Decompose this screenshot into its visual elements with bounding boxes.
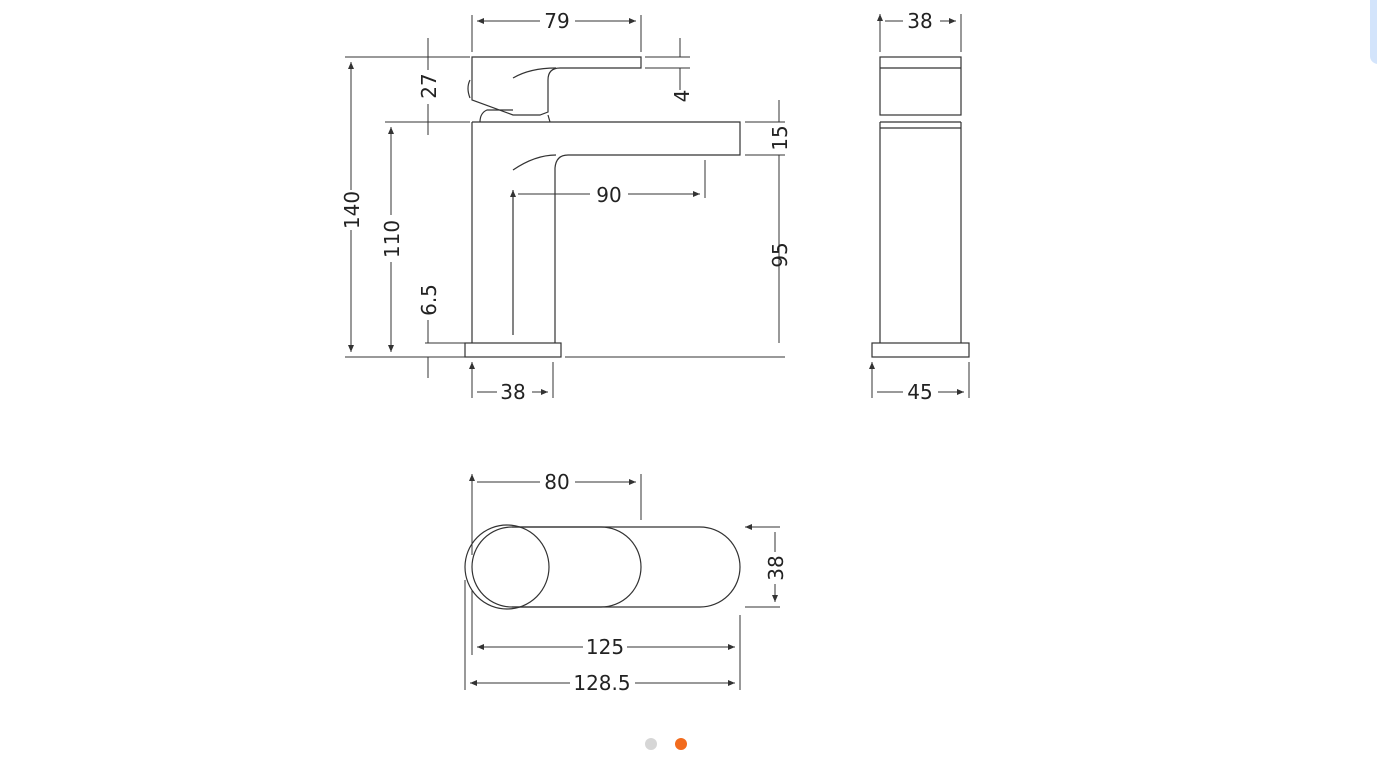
dim-spout-thickness: 15: [768, 125, 792, 150]
dim-lever-height: 27: [417, 73, 441, 98]
front-view: 79 27 4 140 110 6.5 90 15 95 38: [340, 9, 792, 404]
carousel-dot-1[interactable]: [645, 738, 657, 750]
plan-view: 80 38 125 128.5: [465, 470, 788, 695]
dim-base-width: 38: [500, 380, 525, 404]
dim-total-height: 140: [340, 191, 364, 229]
dim-overall-length: 128.5: [573, 671, 630, 695]
dim-plan-length: 125: [586, 635, 624, 659]
dim-lever-thickness: 4: [670, 90, 694, 103]
dim-reach: 90: [596, 183, 621, 207]
side-view: 38 45: [872, 9, 969, 404]
dim-lever-length: 80: [544, 470, 569, 494]
side-panel-tab[interactable]: [1370, 0, 1377, 64]
dim-spout-height: 110: [380, 220, 404, 258]
dim-side-top-width: 38: [907, 9, 932, 33]
dim-outlet-height: 95: [768, 242, 792, 267]
dim-plan-depth: 38: [764, 555, 788, 580]
dim-side-base-width: 45: [907, 380, 932, 404]
dim-top-width: 79: [544, 9, 569, 33]
carousel-dot-2-active[interactable]: [675, 738, 687, 750]
dim-base-height: 6.5: [417, 284, 441, 316]
